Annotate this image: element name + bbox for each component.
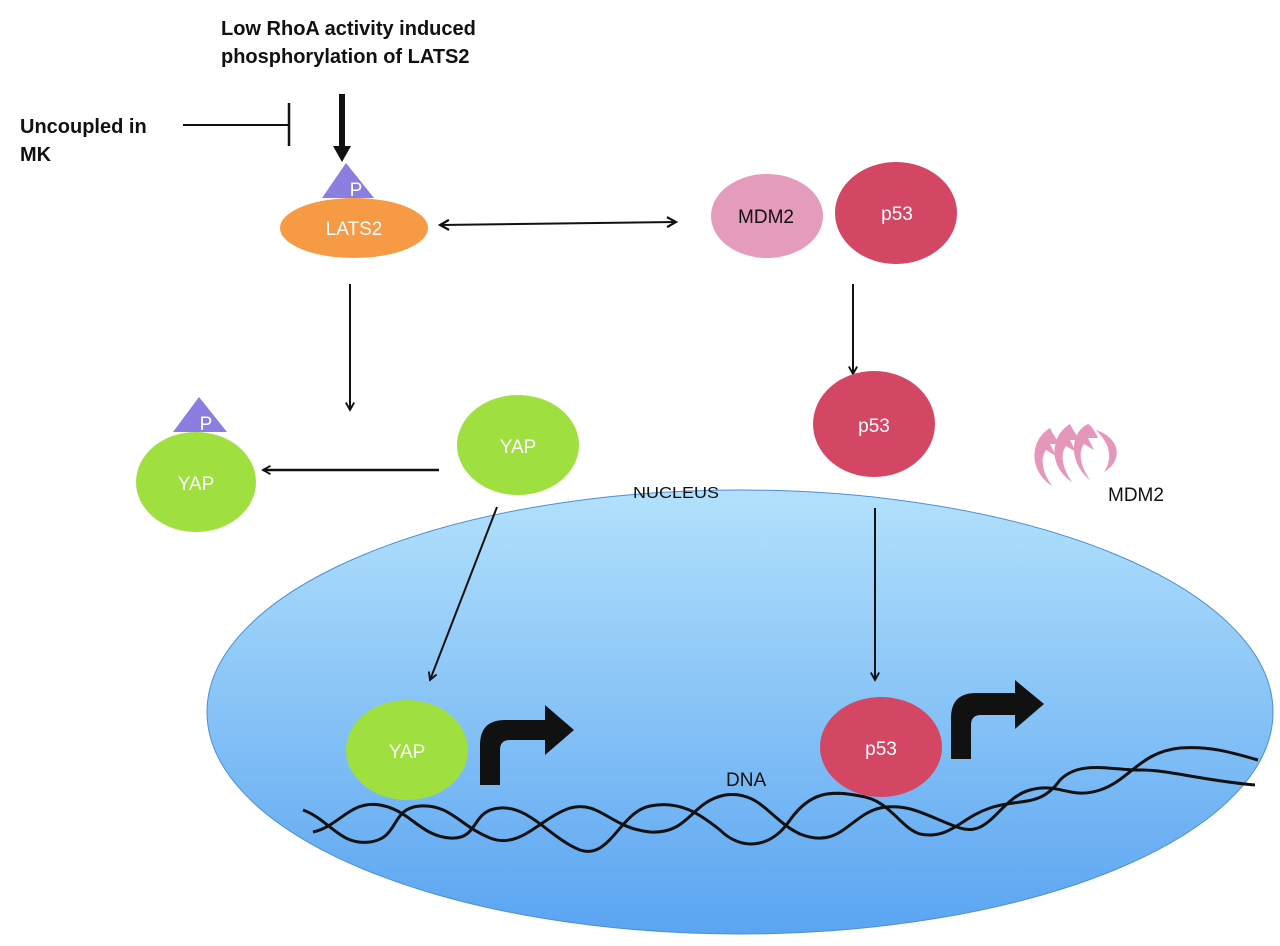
svg-text:YAP: YAP	[178, 474, 215, 495]
nucleus-label: NUCLEUS	[633, 485, 719, 502]
transcription-arrow-p53	[951, 680, 1044, 759]
activation-arrow-thick	[333, 94, 351, 162]
mdm2-p53-complex: MDM2 p53	[711, 162, 957, 264]
svg-text:P: P	[200, 414, 213, 435]
inhibitor-label-line2: MK	[20, 144, 52, 166]
interaction-arrow-lats2-mdm2	[440, 222, 676, 225]
svg-text:YAP: YAP	[500, 437, 537, 458]
svg-text:MDM2: MDM2	[738, 207, 794, 228]
dna-label: DNA	[726, 770, 766, 791]
dna-helix	[302, 746, 1259, 853]
mdm2-degraded-icon	[1034, 424, 1117, 486]
mdm2-degraded-label: MDM2	[1108, 485, 1164, 506]
nucleus	[206, 489, 1274, 935]
svg-text:P: P	[350, 180, 363, 201]
lats2-node: LATS2	[280, 198, 428, 258]
svg-text:p53: p53	[865, 739, 897, 760]
arrow-yap-nuclear-import	[430, 506, 498, 680]
yap-nuclear-node: YAP	[346, 700, 468, 800]
phospho-tag-lats2: P	[322, 163, 374, 201]
inhibition-bar	[183, 103, 291, 146]
p53-complex-node	[835, 162, 957, 264]
svg-text:p53: p53	[881, 204, 913, 225]
svg-text:LATS2: LATS2	[326, 219, 383, 240]
p53-nuclear-node: p53	[820, 697, 942, 797]
yap-phospho-node: YAP	[136, 432, 256, 532]
yap-free-node: YAP	[457, 395, 579, 495]
stimulus-label-line1: Low RhoA activity induced	[221, 18, 476, 40]
transcription-arrow-yap	[480, 705, 574, 785]
p53-free-node: p53	[813, 371, 935, 477]
svg-text:p53: p53	[858, 416, 890, 437]
mdm2-node	[711, 174, 823, 258]
stimulus-label-line2: phosphorylation of LATS2	[221, 46, 470, 68]
inhibitor-label-line1: Uncoupled in	[20, 116, 147, 138]
phospho-tag-yap: P	[173, 397, 227, 435]
svg-text:YAP: YAP	[389, 742, 426, 763]
